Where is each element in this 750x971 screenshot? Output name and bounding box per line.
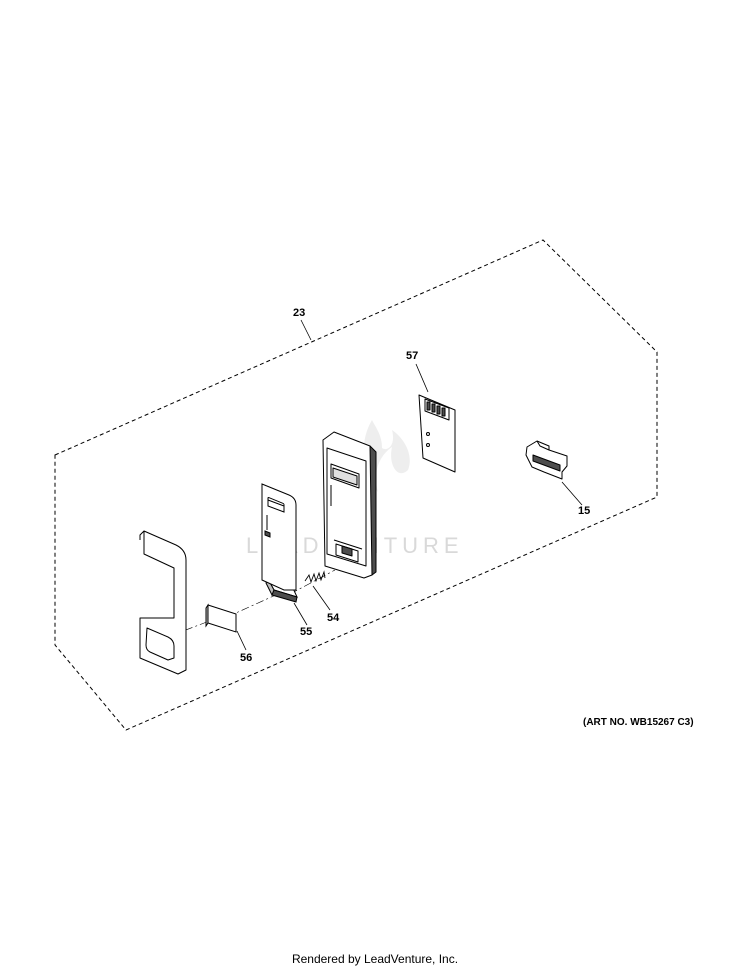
callout-55: 55 [300, 626, 312, 638]
touch-panel-overlay [261, 483, 297, 591]
footer-credit: Rendered by LeadVenture, Inc. [291, 952, 459, 966]
callout-57: 57 [406, 350, 418, 362]
part-56-label [205, 603, 237, 633]
assembly-boundary [54, 239, 658, 731]
callout-23: 23 [293, 307, 305, 319]
part-15-latch-bracket [525, 440, 568, 480]
callout-15: 15 [578, 505, 590, 517]
frame-gasket [139, 530, 187, 675]
callout-54: 54 [327, 612, 340, 624]
art-number: (ART NO. WB15267 C3) [583, 717, 694, 728]
callout-56: 56 [240, 652, 252, 664]
part-54-spring [304, 570, 326, 584]
control-housing [322, 431, 377, 579]
leader-lines [236, 319, 583, 651]
part-57-circuit-board [418, 394, 456, 473]
